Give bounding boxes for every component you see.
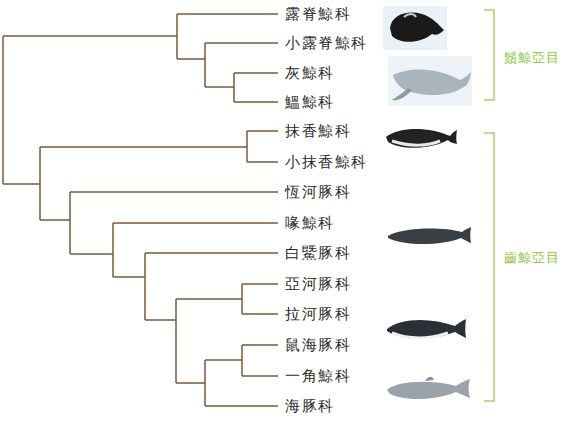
suborder-label: 鬚鯨亞目 — [504, 51, 560, 64]
whale-illustrations — [383, 6, 472, 399]
family-label: 海豚科 — [285, 399, 335, 414]
family-label: 喙鯨科 — [285, 216, 335, 231]
family-label: 小露脊鯨科 — [285, 36, 368, 51]
family-label: 恆河豚科 — [285, 185, 351, 200]
family-label: 白鱀豚科 — [285, 246, 351, 261]
family-label: 抹香鯨科 — [285, 124, 351, 139]
family-label: 露脊鯨科 — [285, 7, 351, 22]
suborder-label: 齒鯨亞目 — [504, 251, 560, 264]
family-label: 拉河豚科 — [285, 307, 351, 322]
family-label: 一角鯨科 — [285, 369, 351, 384]
family-label: 鰮鯨科 — [285, 95, 335, 110]
brackets — [484, 10, 494, 401]
family-label: 亞河豚科 — [285, 277, 351, 292]
family-label: 灰鯨科 — [285, 66, 335, 81]
tree-lines — [3, 14, 278, 406]
family-label: 鼠海豚科 — [285, 338, 351, 353]
family-label: 小抹香鯨科 — [285, 155, 368, 170]
